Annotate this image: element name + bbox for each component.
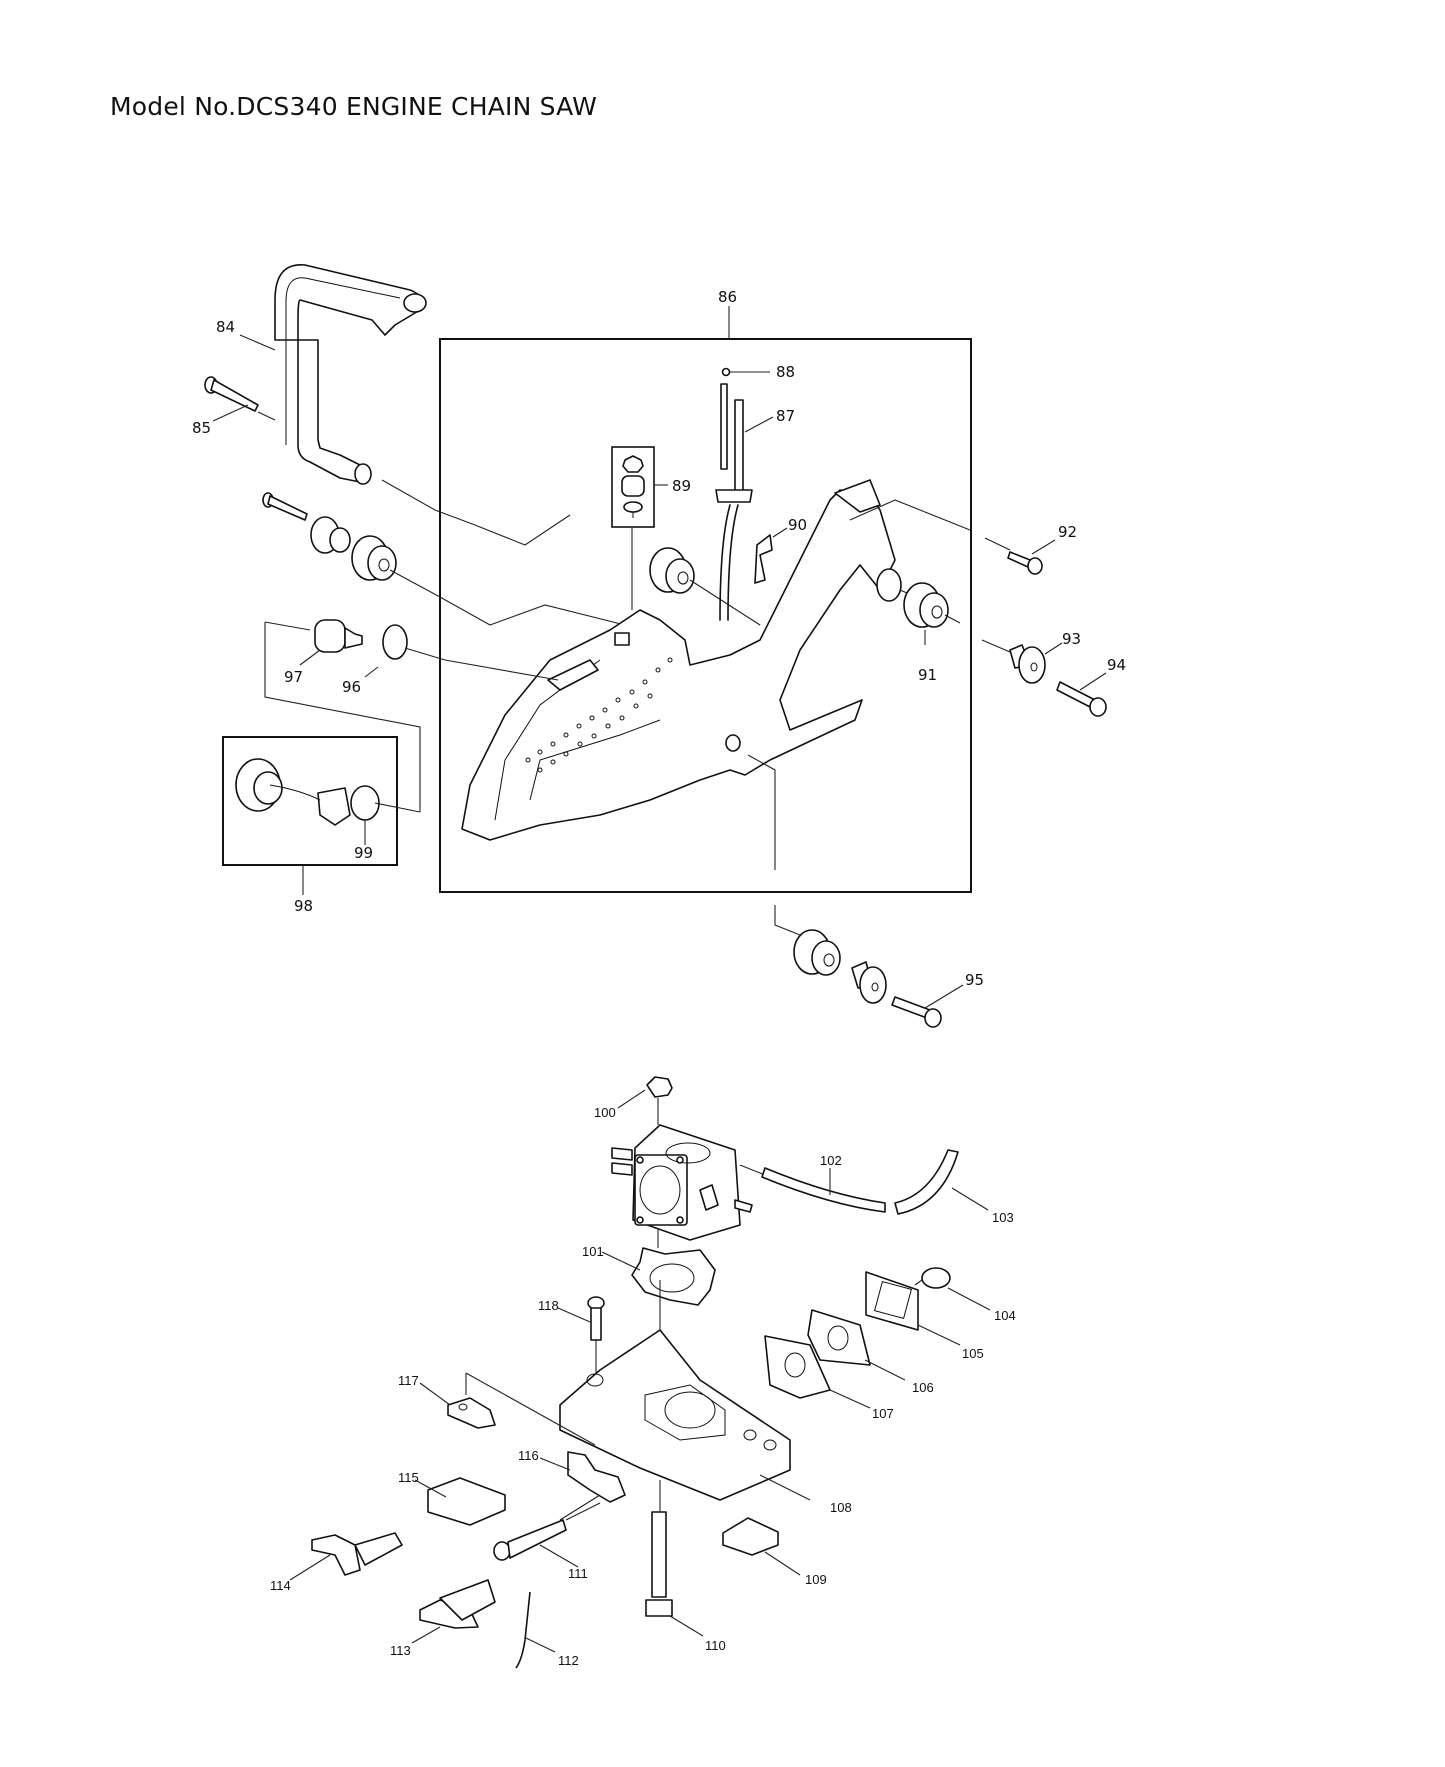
throttle-lever-part[interactable]	[311, 1532, 403, 1576]
callout-100[interactable]: 100	[594, 1105, 616, 1120]
callout-108[interactable]: 108	[830, 1500, 852, 1515]
callout-97[interactable]: 97	[284, 668, 303, 686]
handle-bolt-part[interactable]	[262, 492, 308, 521]
o-ring-99-part[interactable]	[350, 785, 380, 821]
callout-115[interactable]: 115	[398, 1470, 419, 1485]
screw-95-part[interactable]	[891, 996, 942, 1028]
callout-86[interactable]: 86	[718, 288, 737, 306]
plate-116-part[interactable]	[567, 1451, 626, 1503]
callout-98[interactable]: 98	[294, 897, 313, 915]
handle-grip-dots	[525, 657, 673, 773]
washer-93-part[interactable]	[1009, 644, 1046, 684]
screw-94-part[interactable]	[1056, 681, 1107, 717]
washer-part[interactable]	[310, 516, 351, 554]
insulator-part[interactable]	[807, 1309, 871, 1366]
screw-118-part[interactable]	[587, 1296, 605, 1341]
callout-88[interactable]: 88	[776, 363, 795, 381]
tapping-screw-part[interactable]	[204, 376, 259, 412]
choke-lever-part[interactable]	[419, 1579, 496, 1629]
callout-101[interactable]: 101	[582, 1244, 604, 1259]
impulse-hose-part[interactable]	[894, 1149, 959, 1215]
front-handle-part[interactable]	[274, 264, 427, 485]
bolt-110-part[interactable]	[645, 1511, 673, 1617]
fuel-filter-part[interactable]	[314, 619, 363, 653]
page-title: Model No.DCS340 ENGINE CHAIN SAW	[110, 92, 598, 121]
callout-104[interactable]: 104	[994, 1308, 1016, 1323]
callout-89[interactable]: 89	[672, 477, 691, 495]
gasket-107-part[interactable]	[764, 1335, 831, 1399]
callout-labels: 84 85 86 87 88 89 90 91 92 93 94 95 96 9…	[192, 288, 1126, 1668]
nut-part[interactable]	[646, 1076, 673, 1098]
fuel-cap-assembly-frame	[222, 736, 398, 866]
rubber-damper-left-part[interactable]	[351, 535, 397, 581]
spring-112-part[interactable]	[515, 1591, 531, 1669]
callout-106[interactable]: 106	[912, 1380, 934, 1395]
callout-93[interactable]: 93	[1062, 630, 1081, 648]
callout-118[interactable]: 118	[538, 1298, 559, 1313]
clip-part[interactable]	[754, 534, 773, 584]
screw-111-part[interactable]	[493, 1519, 567, 1561]
hose-clamp-part[interactable]	[382, 624, 408, 660]
rear-handle-body-part[interactable]	[461, 479, 902, 841]
callout-105[interactable]: 105	[962, 1346, 984, 1361]
screw-92-part[interactable]	[1007, 551, 1043, 575]
rubber-damper-bottom-part[interactable]	[793, 929, 841, 976]
ball-joint-part[interactable]	[721, 367, 731, 377]
callout-116[interactable]: 116	[518, 1448, 539, 1463]
rubber-damper-right-part[interactable]	[903, 582, 949, 628]
callout-95[interactable]: 95	[965, 971, 984, 989]
rubber-damper-center-part[interactable]	[649, 547, 695, 594]
gasket-105-part[interactable]	[865, 1271, 919, 1331]
carburetor-base-part[interactable]	[559, 1329, 791, 1501]
callout-109[interactable]: 109	[805, 1572, 827, 1587]
bracket-117-part[interactable]	[447, 1397, 496, 1429]
throttle-rod-part[interactable]	[715, 383, 753, 621]
callout-84[interactable]: 84	[216, 318, 235, 336]
callout-112[interactable]: 112	[558, 1653, 579, 1668]
callout-90[interactable]: 90	[788, 516, 807, 534]
callout-99[interactable]: 99	[354, 844, 373, 862]
carburetor-gasket-part[interactable]	[631, 1247, 716, 1306]
callout-87[interactable]: 87	[776, 407, 795, 425]
block-115-part[interactable]	[427, 1477, 506, 1526]
callout-94[interactable]: 94	[1107, 656, 1126, 674]
rear-handle-assembly-frame	[439, 338, 972, 893]
callout-91[interactable]: 91	[918, 666, 937, 684]
carburetor-part[interactable]	[611, 1124, 753, 1241]
callout-117[interactable]: 117	[398, 1373, 419, 1388]
pad-109-part[interactable]	[722, 1517, 779, 1556]
callout-110[interactable]: 110	[705, 1638, 726, 1653]
callout-113[interactable]: 113	[390, 1643, 411, 1658]
washer-bottom-part[interactable]	[851, 961, 887, 1004]
callout-102[interactable]: 102	[820, 1153, 842, 1168]
o-ring-104-part[interactable]	[921, 1267, 951, 1289]
fuel-hose-part[interactable]	[761, 1167, 886, 1213]
damper-set-frame	[611, 446, 655, 528]
callout-111[interactable]: 111	[568, 1566, 588, 1581]
callout-96[interactable]: 96	[342, 678, 361, 696]
callout-114[interactable]: 114	[270, 1578, 291, 1593]
damper-set-part[interactable]	[621, 455, 645, 518]
fuel-cap-part[interactable]	[235, 758, 351, 826]
callout-103[interactable]: 103	[992, 1210, 1014, 1225]
callout-92[interactable]: 92	[1058, 523, 1077, 541]
callout-85[interactable]: 85	[192, 419, 211, 437]
callout-107[interactable]: 107	[872, 1406, 894, 1421]
